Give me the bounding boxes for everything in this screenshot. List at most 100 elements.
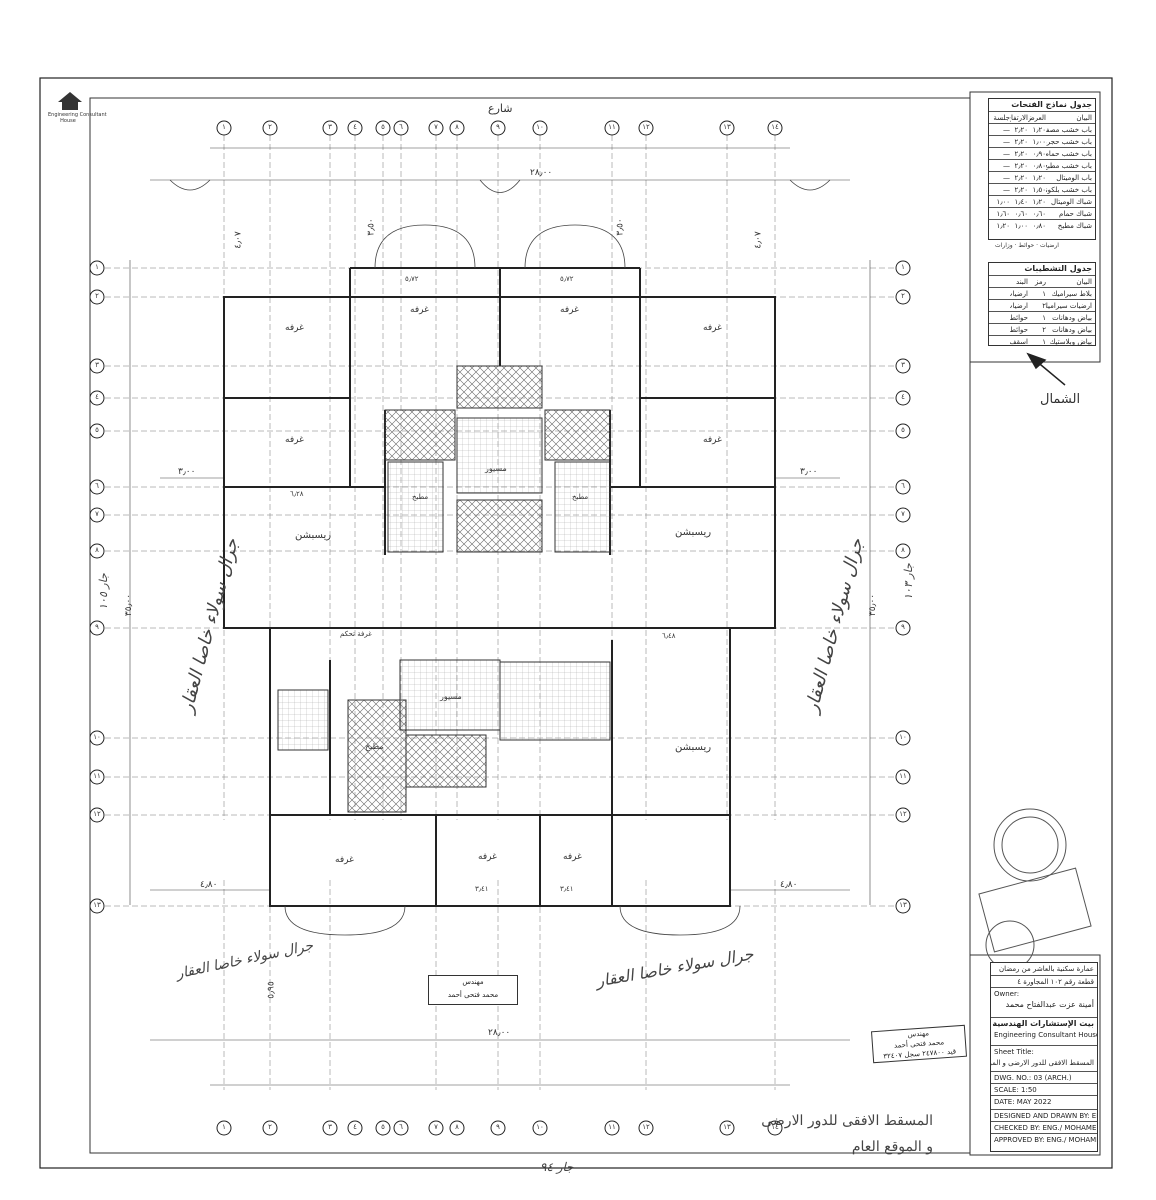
engineer-stamp: مهندس محمد فتحى أحمد [428,975,518,1005]
grid-bubble-label: ٢ [95,292,99,300]
openings_table-row: شباك مطبخ٠٫٨٠١٫٠٠١٫٢٠ [989,219,1095,236]
finishes_table-cell: ٢ [1042,326,1046,334]
entrance-arcs [169,179,831,193]
openings_table-cell: ٢٫٢٠ [1014,138,1028,146]
room-label: غرفه [563,852,582,862]
outer-border [39,77,1113,1169]
neighbor-right: جار ١٠٣ [901,563,915,600]
openings_table-cell: ٢٫٢٠ [1014,162,1028,170]
engineer-stamp-name: محمد فتحى أحمد [447,991,499,999]
finishes_table-cell: بياض ودهانات [1052,326,1092,334]
openings-table-title: جدول نماذج الفتحات [1011,100,1092,109]
engineer-stamp-2: مهندس محمد فتحى أحمد قيد ٢٤٧٨٠٠ سجل ٣٢٤٠… [870,1024,968,1064]
openings_table-cell: ١٫٠٠ [996,198,1010,206]
grid-bubble-label: ٩ [496,1123,500,1131]
room-label: غرفه [703,323,722,333]
finishes_table-cell: البيان [1076,278,1092,286]
grid-bubble-label: ٤ [901,393,905,401]
lower-core [277,659,611,813]
top-left-dimension: ٤٫٠٧ [233,231,244,249]
checked-by: CHECKED BY: ENG./ MOHAMED FATHY [991,1121,1097,1134]
lower-building [269,627,731,907]
openings_table-cell: ١٫٦٠ [996,210,1010,218]
openings_table-cell: ١٫٥٠ [1032,186,1046,194]
openings_table-cell: ٢٫٢٠ [1014,186,1028,194]
grid-bubble-label: ٢ [268,1123,272,1131]
openings_table-row: باب خشب مصفح١٫٢٠٢٫٢٠— [989,123,1095,140]
room-label: غرفه [560,305,579,315]
grid-bubble-label: ١٢ [899,810,907,818]
grid-bubble-label: ١٤ [771,1123,779,1131]
finishes_table-cell: ١ [1042,314,1046,322]
grid-bubble-label: ٦ [399,1123,403,1131]
openings_table-cell: — [1003,174,1010,182]
finishes_table-cell: ٢ [1042,302,1046,310]
finishes_table-row: بياض ودهانات١حوائط [989,311,1095,328]
grid-bubble-label: ٥ [901,426,905,434]
grid-bubble-label: ١١ [608,123,616,131]
left-total-dimension: ٣٥٫٠٠ [124,593,135,617]
grid-bubble-label: ١٤ [771,123,779,131]
grid-bubble-label: ٣ [328,1123,332,1131]
drawing-caption: المسقط الافقى للدور الارضى و الموقع العا… [718,1108,933,1160]
grid-bubble-label: ١٠ [536,123,544,131]
caption-line-2: و الموقع العام [851,1139,933,1155]
sheet-title: المسقط الافقى للدور الارضى و الموقع العا… [991,1059,1094,1067]
grid-bubble-label: ٢ [268,123,272,131]
grid-bubble-label: ٣ [95,361,99,369]
sheet-title-label: Sheet Title: [991,1045,1097,1058]
grid-bubble-label: ٥ [381,123,385,131]
openings_table-cell: باب خشب مصفح [1046,126,1092,134]
top-mid-dimension: ٣٫٥٠ [366,218,377,236]
finishes_table-cell: ارضيات [1010,302,1028,310]
grid-bubble-label: ١١ [93,772,101,780]
openings_table-row: شباك حمام٠٫٦٠٠٫٦٠١٫٦٠ [989,207,1095,224]
grid-bubble-label: ٩ [901,623,905,631]
openings_table-cell: ٢٫٢٠ [1014,126,1028,134]
shaft-label: مسيور [440,692,462,701]
openings_table-cell: ٠٫٨٠ [1032,162,1046,170]
grid-bubble-label: ٩ [496,123,500,131]
bay-dimension: ٥٫٧٢ [405,275,419,283]
openings_table-cell: ١٫٢٠ [1032,126,1046,134]
openings_table-cell: ٠٫٩٠ [1032,150,1046,158]
openings_table-row: شباك الوميتال١٫٢٠١٫٤٠١٫٠٠ [989,195,1095,212]
grid-bubble-label: ٢ [901,292,905,300]
openings_table-cell: ١٫٢٠ [1032,198,1046,206]
top-total-dimension: ٢٨٫٠٠ [530,168,553,178]
openings_table-cell: جلسة [993,114,1010,122]
grid-bubbles-bottom [216,1120,783,1136]
bay-dimension: ٦٫٤٨ [662,632,676,640]
room-label: غرفه [335,855,354,865]
lower-left-dimension: ٤٫٨٠ [200,880,218,890]
finishes_table-row: بلاط سيراميك١ارضيات [989,287,1095,304]
openings_table-cell: ٠٫٦٠ [1014,210,1028,218]
finishes_table-row: ارضيات سيراميك٢ارضيات [989,299,1095,316]
grid-bubble-label: ١٣ [899,901,907,909]
openings_table-cell: البيان [1076,114,1092,122]
finishes-legend-item: وزارات [995,242,1013,249]
room-label: غرفه [478,852,497,862]
grid-bubble-label: ٥ [381,1123,385,1131]
upper-core [384,365,611,553]
openings_table-row: باب خشب بلكونة١٫٥٠٢٫٢٠— [989,183,1095,200]
grid-bubble-label: ٦ [399,123,403,131]
grid-bubble-label: ٦ [901,482,905,490]
grid-bubble-label: ١١ [608,1123,616,1131]
side-left-dimension: ٣٫٠٠ [178,467,196,477]
finishes_table-cell: حوائط [1010,314,1028,322]
openings_table-cell: باب خشب مطبخ [1046,162,1092,170]
finishes_table-cell: البند [1016,278,1028,286]
openings_table-cell: شباك مطبخ [1057,222,1092,230]
openings_table-header: البيانالعرضالارتفاعجلسة [989,111,1095,128]
finishes_table-row: بياض ودهانات٢حوائط [989,323,1095,340]
room-label: غرفه [410,305,429,315]
title-block: عمارة سكنية بالعاشر من رمضان قطعة رقم ١٠… [990,962,1098,1152]
owner-label: Owner: [991,987,1097,1000]
grid-bubble-label: ٦ [95,482,99,490]
grid-bubble-label: ١٣ [93,901,101,909]
bay-dimension: ٣٫٤١ [560,885,574,893]
finishes_table-cell: ارضيات [1010,290,1028,298]
openings_table-row: باب خشب حجرة١٫٠٠٢٫٢٠— [989,135,1095,152]
